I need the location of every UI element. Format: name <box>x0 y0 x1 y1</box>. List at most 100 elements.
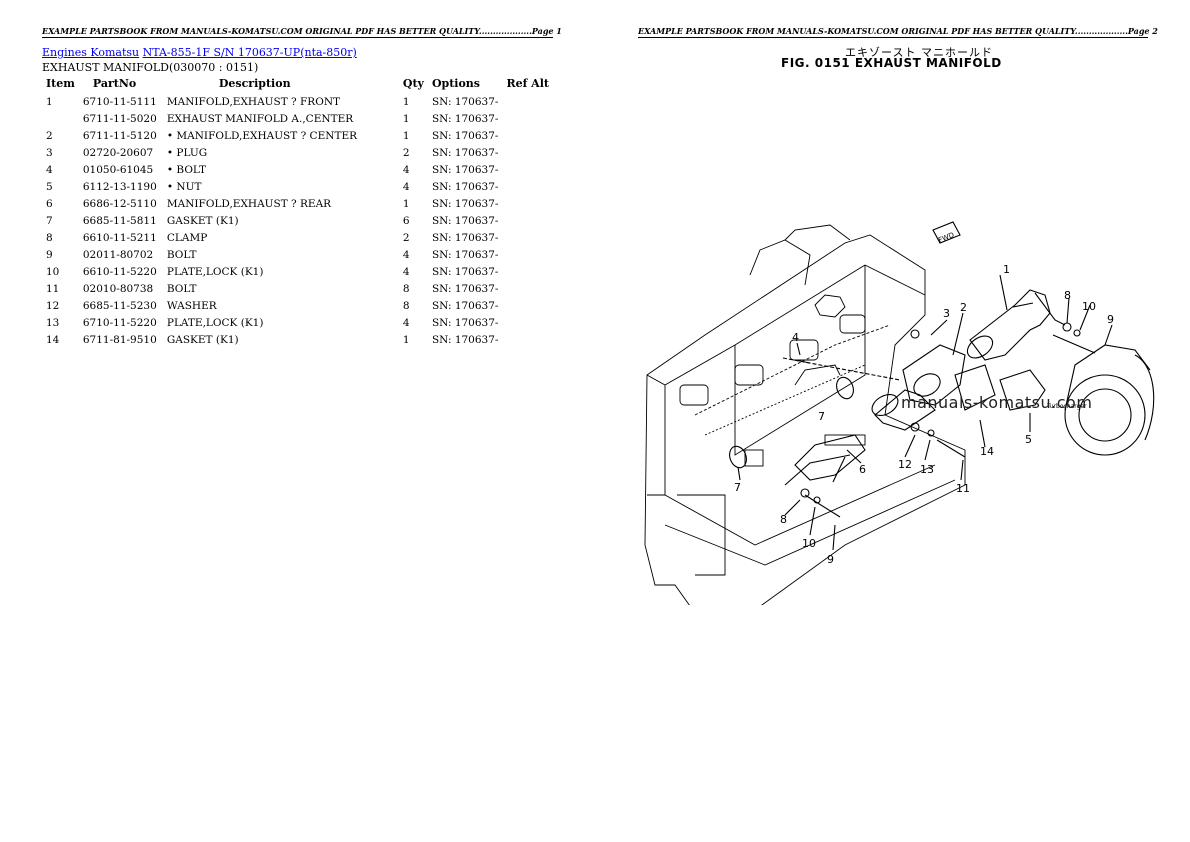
cell-item: 2 <box>46 129 53 142</box>
callout-12: 12 <box>898 458 912 471</box>
manifold-parts-drawing <box>729 221 1155 551</box>
cell-partno: 02010-80738 <box>82 282 154 295</box>
callout-7-rear: 7 <box>734 481 741 494</box>
cell-partno: 6685-11-5230 <box>82 299 157 312</box>
cell-partno: 6112-13-1190 <box>82 180 157 193</box>
breadcrumb: Engines Komatsu NTA-855-1F S/N 170637-UP… <box>42 46 357 59</box>
callout-4: 4 <box>792 331 799 344</box>
cell-ref-alt <box>502 161 553 178</box>
cell-item: 5 <box>46 180 53 193</box>
callout-7-center: 7 <box>818 410 825 423</box>
callout-10-front: 10 <box>1082 300 1096 313</box>
cell-item: 14 <box>46 333 60 346</box>
callout-14: 14 <box>980 445 994 458</box>
callout-13: 13 <box>920 463 934 476</box>
breadcrumb-link-engines[interactable]: Engines Komatsu <box>42 46 140 59</box>
cell-qty: 4 <box>402 265 410 278</box>
cell-qty: 2 <box>402 231 410 244</box>
cell-qty: 1 <box>402 95 410 108</box>
cell-item: 4 <box>46 163 53 176</box>
cell-partno: 6711-11-5120 <box>82 129 157 142</box>
cell-description: • NUT <box>166 180 202 193</box>
page-header: EXAMPLE PARTSBOOK FROM MANUALS-KOMATSU.C… <box>638 26 1158 38</box>
cell-ref-alt <box>502 314 553 331</box>
cell-qty: 1 <box>402 129 410 142</box>
cell-ref-alt <box>502 297 553 314</box>
section-title: EXHAUST MANIFOLD(030070 : 0151) <box>42 61 259 74</box>
cell-description: EXHAUST MANIFOLD A.,CENTER <box>166 112 354 125</box>
cell-partno: 6710-11-5111 <box>82 95 157 108</box>
cell-partno: 6686-12-5110 <box>82 197 157 210</box>
cell-qty: 4 <box>402 163 410 176</box>
cell-ref-alt <box>502 246 553 263</box>
cell-ref-alt <box>502 195 553 212</box>
cell-qty: 4 <box>402 316 410 329</box>
parts-list-page: EXAMPLE PARTSBOOK FROM MANUALS-KOMATSU.C… <box>42 26 562 348</box>
cell-ref-alt <box>502 263 553 280</box>
cell-description: GASKET (K1) <box>166 333 239 346</box>
cell-partno: 02720-20607 <box>82 146 154 159</box>
cell-ref-alt <box>502 144 553 161</box>
cell-partno: 01050-61045 <box>82 163 154 176</box>
cell-item: 7 <box>46 214 53 227</box>
cell-description: • BOLT <box>166 163 207 176</box>
callout-8-rear: 8 <box>780 513 787 526</box>
cell-description: WASHER <box>166 299 217 312</box>
col-header-partno: PartNo <box>92 77 137 90</box>
cell-qty: 1 <box>402 112 410 125</box>
figure-title: FIG. 0151 EXHAUST MANIFOLD <box>781 56 1002 70</box>
cell-partno: 6610-11-5220 <box>82 265 157 278</box>
cell-partno: 6685-11-5811 <box>82 214 157 227</box>
callout-5: 5 <box>1025 433 1032 446</box>
cell-ref-alt <box>502 212 553 229</box>
col-header-ref-alt: Ref Alt <box>506 77 549 90</box>
breadcrumb-link-model[interactable]: NTA-855-1F S/N 170637-UP(nta-850r) <box>142 46 357 59</box>
cell-item: 6 <box>46 197 53 210</box>
cell-options: SN: 170637- <box>431 112 499 125</box>
cell-partno: 6711-81-9510 <box>82 333 157 346</box>
cell-item: 10 <box>46 265 60 278</box>
cell-options: SN: 170637- <box>431 214 499 227</box>
cell-item: 8 <box>46 231 53 244</box>
cell-ref-alt <box>502 110 553 127</box>
cell-partno: 6711-11-5020 <box>82 112 157 125</box>
col-header-qty: Qty <box>402 77 424 90</box>
cell-description: BOLT <box>166 282 197 295</box>
col-header-description: Description <box>218 77 291 90</box>
cell-ref-alt <box>502 127 553 144</box>
cell-item: 1 <box>46 95 53 108</box>
cell-ref-alt <box>502 93 553 110</box>
cell-options: SN: 170637- <box>431 333 499 346</box>
cell-options: SN: 170637- <box>431 95 499 108</box>
fwd-label: FWD <box>937 231 955 245</box>
cell-description: MANIFOLD,EXHAUST ? REAR <box>166 197 332 210</box>
cell-options: SN: 170637- <box>431 180 499 193</box>
callout-6: 6 <box>859 463 866 476</box>
cell-item: 9 <box>46 248 53 261</box>
cell-ref-alt <box>502 280 553 297</box>
callout-3: 3 <box>943 307 950 320</box>
cell-options: SN: 170637- <box>431 197 499 210</box>
cell-qty: 4 <box>402 248 410 261</box>
cell-partno: 6610-11-5211 <box>82 231 157 244</box>
cell-ref-alt <box>502 178 553 195</box>
watermark-text: manuals-komatsu.com <box>901 393 1093 412</box>
callout-10-rear: 10 <box>802 537 816 550</box>
cell-description: • PLUG <box>166 146 208 159</box>
col-header-options: Options <box>431 77 480 90</box>
cell-item: 11 <box>46 282 60 295</box>
cell-item: 3 <box>46 146 53 159</box>
callout-numbers: 1 2 3 4 5 6 7 7 8 8 9 9 10 10 11 12 13 1… <box>734 263 1114 566</box>
cell-ref-alt <box>502 331 553 348</box>
cell-partno: 02011-80702 <box>82 248 154 261</box>
cell-options: SN: 170637- <box>431 316 499 329</box>
